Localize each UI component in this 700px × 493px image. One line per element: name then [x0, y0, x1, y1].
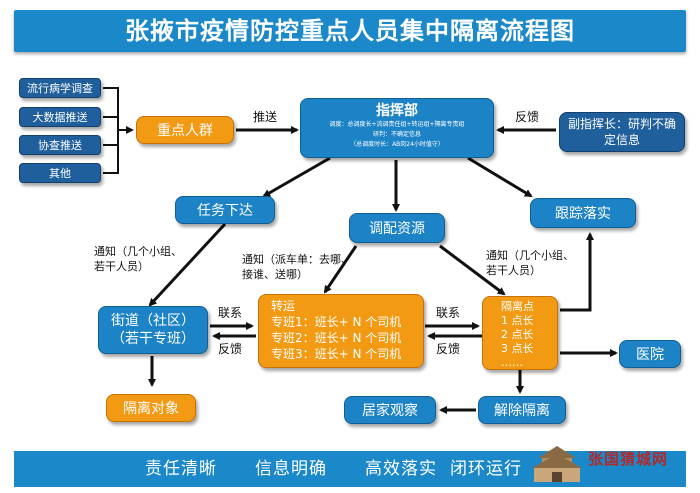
isolation-point-row-4: ……	[501, 356, 523, 369]
arrow-dispatch-isolation	[439, 244, 506, 296]
label-contact-right: 联系	[436, 306, 461, 320]
arrow-isolation-track	[560, 232, 594, 312]
home-observation-box: 居家观察	[344, 396, 436, 424]
street-community-box: 街道（社区） （若干专班）	[98, 306, 208, 354]
watermark-logo: 张国猜城网	[528, 440, 686, 487]
footer-closed-loop: 闭环运行	[450, 459, 522, 479]
source-bracket	[103, 87, 132, 174]
command-line-duty: （总调度时长：AB岗24小时值守）	[350, 141, 444, 148]
label-feedback-right: 反馈	[436, 342, 461, 356]
command-line-judge: 研判：不确定信息	[372, 131, 421, 138]
resource-dispatch-box: 调配资源	[349, 213, 445, 243]
transfer-box: 转运 专班1：班长+ N 个司机 专班2：班长+ N 个司机 专班3：班长+ N…	[258, 294, 424, 368]
footer-responsibility: 责任清晰	[145, 459, 217, 479]
isolation-object-box: 隔离对象	[106, 394, 196, 422]
command-title: 指挥部	[376, 103, 418, 119]
source-other: 其他	[19, 163, 101, 183]
hospital-box: 医院	[619, 340, 681, 368]
page-title: 张掖市疫情防控重点人员集中隔离流程图	[125, 17, 575, 45]
title-bar: 张掖市疫情防控重点人员集中隔离流程图	[14, 10, 686, 52]
task-assignment-box: 任务下达	[175, 196, 275, 224]
label-notify-right: 通知（几个小组、 若干人员）	[486, 249, 574, 277]
key-persons-box: 重点人群	[136, 116, 234, 144]
transfer-title: 转运	[271, 299, 296, 313]
tower-icon	[532, 446, 582, 482]
label-feedback-left: 反馈	[218, 342, 243, 356]
isolation-point-title: 隔离点	[501, 300, 534, 313]
tracking-box: 跟踪落实	[530, 198, 636, 228]
source-epidemiology: 流行病学调查	[19, 78, 101, 98]
isolation-point-row-3: 3 点长	[501, 342, 534, 355]
label-push: 推送	[253, 110, 278, 124]
arrow-dispatch-transfer	[323, 245, 358, 294]
arrow-command-track	[467, 156, 533, 198]
command-box: 指挥部 调度：总调度长+流调责任组+转运组+隔离专责组 研判：不确定信息 （总调…	[300, 98, 494, 158]
label-notify-left: 通知（几个小组、 若干人员）	[94, 245, 182, 273]
label-notify-mid: 通知（派车单：去哪、 接谁、送哪）	[242, 253, 352, 281]
transfer-team-2: 专班2：班长+ N 个司机	[271, 331, 402, 345]
isolation-point-box: 隔离点 1 点长 2 点长 3 点长 ……	[482, 296, 558, 370]
transfer-team-3: 专班3：班长+ N 个司机	[271, 347, 402, 361]
footer-information: 信息明确	[255, 459, 327, 479]
arrow-command-task	[262, 156, 331, 198]
isolation-point-row-2: 2 点长	[501, 328, 534, 341]
source-big-data: 大数据推送	[19, 107, 101, 127]
watermark-text: 张国猜城网	[588, 450, 669, 468]
transfer-team-1: 专班1：班长+ N 个司机	[271, 315, 402, 329]
arrow-task-street	[148, 222, 227, 307]
footer-efficiency: 高效落实	[365, 459, 437, 479]
label-feedback-top: 反馈	[515, 110, 540, 124]
label-contact-left: 联系	[218, 306, 243, 320]
command-line-dispatch: 调度：总调度长+流调责任组+转运组+隔离专责组	[329, 121, 465, 128]
isolation-point-row-1: 1 点长	[501, 314, 534, 327]
source-assist-check: 协查推送	[19, 135, 101, 155]
release-isolation-box: 解除隔离	[478, 396, 566, 424]
deputy-commander-box: 副指挥长：研判不确定信息	[559, 112, 685, 152]
